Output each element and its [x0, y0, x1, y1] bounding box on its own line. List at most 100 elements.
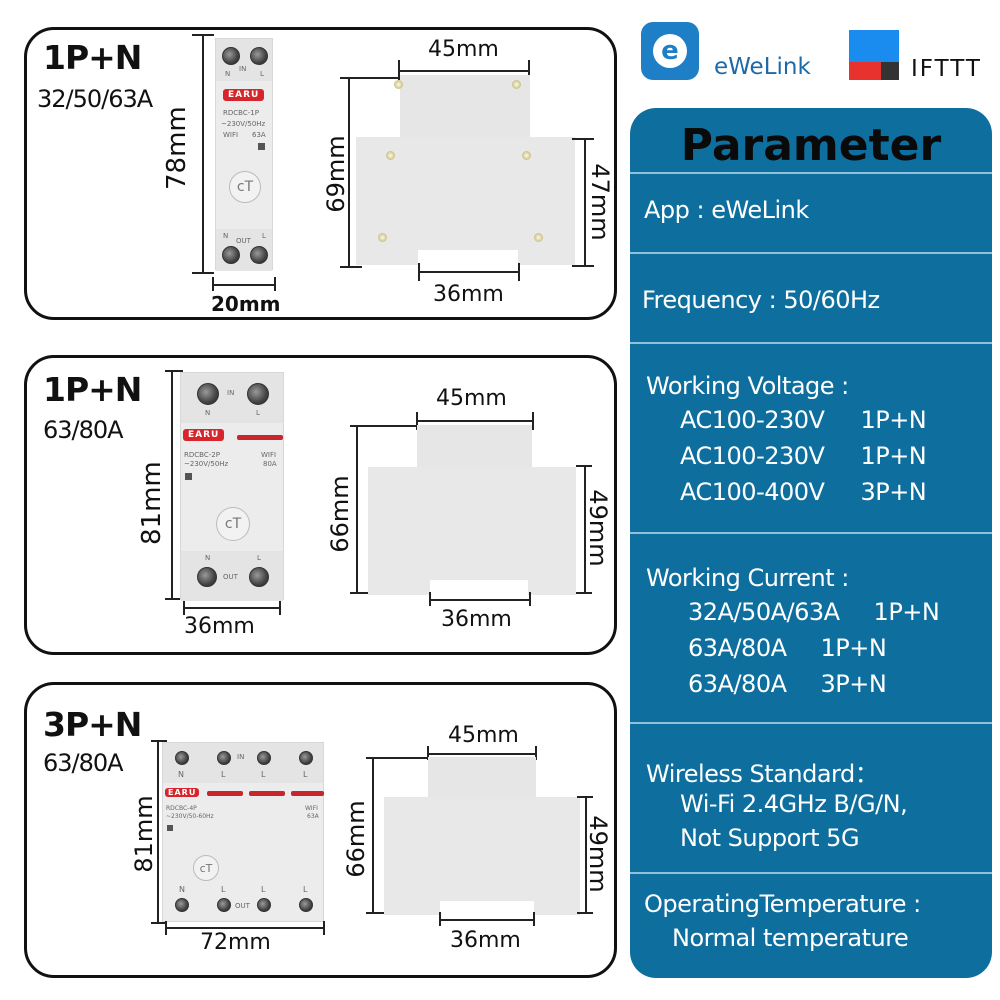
terminal-label: L — [256, 409, 260, 417]
param-voltage-label: Working Voltage : — [646, 372, 849, 400]
ewelink-label: eWeLink — [714, 54, 811, 80]
width-dimension: 20mm — [211, 292, 281, 316]
screw-icon — [197, 567, 217, 587]
body-height-dimension: 49mm — [584, 489, 612, 567]
variant-rating: 32/50/63A — [37, 85, 153, 113]
total-height-dimension: 66mm — [326, 475, 354, 553]
top-width-dimension: 45mm — [448, 723, 519, 748]
body-height-dimension: 47mm — [586, 163, 614, 241]
variant-rating: 63/80A — [43, 749, 124, 777]
param-temperature-value: Normal temperature — [672, 924, 909, 952]
screw-icon — [257, 751, 271, 765]
terminal-label: L — [221, 885, 226, 894]
in-label: IN — [227, 389, 235, 397]
terminal-label: N — [225, 70, 231, 78]
in-label: IN — [239, 65, 247, 73]
breaker-front-1p: N IN L EARU RDCBC-1P ~230V/50Hz WIFI 63A… — [215, 38, 273, 271]
terminal-label: L — [261, 885, 266, 894]
top-width-dimension: 45mm — [436, 386, 507, 411]
param-wireless-label: Wireless Standard： — [646, 760, 879, 788]
qr-icon — [167, 825, 173, 831]
spec-label: ~230V/50-60Hz — [166, 813, 214, 820]
width-dimension: 36mm — [184, 614, 255, 639]
terminal-label: N — [223, 232, 229, 240]
body-height-dimension: 49mm — [584, 815, 612, 893]
out-label: OUT — [236, 237, 251, 245]
rail-width-dimension: 36mm — [441, 607, 512, 632]
rivet-icon — [386, 151, 395, 160]
rivet-icon — [534, 233, 543, 242]
ewelink-logo-icon: e — [641, 22, 699, 80]
ifttt-label: IFTTT — [911, 56, 982, 82]
terminal-label: L — [303, 885, 308, 894]
spec-label: ~230V/50Hz — [184, 460, 229, 468]
total-height-dimension: 66mm — [342, 800, 370, 878]
out-label: OUT — [235, 902, 250, 910]
terminal-label: N — [179, 885, 185, 894]
breaker-front-4p: IN N L L L EARU RDCBC-4P ~230V/50-60Hz W… — [162, 742, 324, 922]
height-dimension: 81mm — [130, 795, 158, 873]
screw-icon — [257, 898, 271, 912]
model-label: RDCBC-1P — [223, 109, 259, 117]
screw-icon — [299, 751, 313, 765]
out-label: OUT — [223, 573, 238, 581]
param-frequency: Frequency : 50/60Hz — [642, 286, 880, 314]
rail-width-dimension: 36mm — [433, 282, 504, 307]
total-height-dimension: 69mm — [322, 135, 350, 213]
height-dimension: 78mm — [162, 106, 192, 190]
screw-icon — [222, 246, 240, 264]
parameter-title: Parameter — [680, 120, 942, 171]
rivet-icon — [512, 80, 521, 89]
width-dimension: 72mm — [200, 930, 271, 955]
ct-button: cT — [229, 171, 261, 203]
param-app: App : eWeLink — [644, 196, 809, 224]
top-width-dimension: 45mm — [428, 37, 499, 62]
screw-icon — [175, 751, 189, 765]
screw-icon — [217, 751, 231, 765]
terminal-label: L — [257, 554, 261, 562]
terminal-label: L — [221, 770, 226, 779]
screw-icon — [249, 567, 269, 587]
rail-width-dimension: 36mm — [450, 928, 521, 953]
terminal-label: L — [262, 232, 266, 240]
screw-icon — [175, 898, 189, 912]
param-wireless-line: Wi-Fi 2.4GHz B/G/N, — [680, 790, 908, 818]
screw-icon — [217, 898, 231, 912]
terminal-label: N — [178, 770, 184, 779]
amp-label: 63A — [307, 813, 319, 820]
terminal-label: L — [260, 70, 264, 78]
rivet-icon — [378, 233, 387, 242]
spec-label: ~230V/50Hz — [221, 120, 266, 128]
screw-icon — [250, 47, 268, 65]
breaker-front-2p: IN N L EARU RDCBC-2P ~230V/50Hz WIFI 80A… — [180, 372, 284, 601]
amp-label: 80A — [263, 460, 277, 468]
wifi-label: WIFI — [223, 131, 239, 139]
param-wireless-line: Not Support 5G — [680, 824, 860, 852]
rivet-icon — [522, 151, 531, 160]
screw-icon — [299, 898, 313, 912]
rivet-icon — [394, 80, 403, 89]
terminal-label: N — [205, 409, 211, 417]
qr-icon — [185, 473, 192, 480]
ct-button: cT — [193, 855, 219, 881]
terminal-label: L — [303, 770, 308, 779]
screw-icon — [247, 383, 269, 405]
height-dimension: 81mm — [137, 461, 167, 545]
terminal-label: N — [205, 554, 211, 562]
wifi-label: WIFI — [261, 451, 277, 459]
model-label: RDCBC-4P — [166, 805, 197, 812]
ifttt-logo-icon — [849, 30, 899, 80]
parameter-panel: Parameter App : eWeLink Frequency : 50/6… — [630, 108, 992, 978]
screw-icon — [250, 246, 268, 264]
variant-title: 3P+N — [43, 705, 142, 744]
screw-icon — [197, 383, 219, 405]
brand-logo: EARU — [223, 89, 265, 101]
model-label: RDCBC-2P — [184, 451, 220, 459]
param-temperature-label: OperatingTemperature : — [644, 890, 921, 918]
